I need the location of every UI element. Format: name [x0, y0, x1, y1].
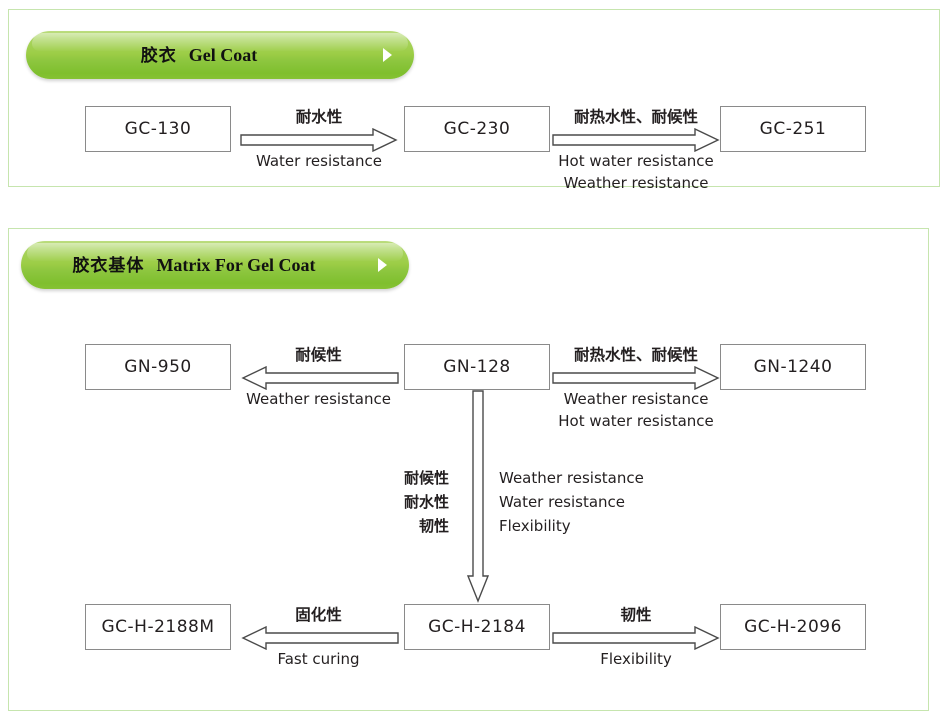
arrow-label-cn: 耐热水性、耐候性: [573, 108, 698, 126]
panel-gel-coat: 胶衣 Gel Coat GC-130 GC-230 GC-251 耐水性 Wate…: [8, 9, 940, 192]
panel-header-gel-coat-label: 胶衣 Gel Coat: [26, 31, 414, 79]
panel-header-gel-coat-cn: 胶衣: [140, 46, 177, 66]
arrow-label-en-1: Fast curing: [277, 650, 360, 668]
panel-header-matrix-cn: 胶衣基体: [72, 256, 145, 276]
arrow-label-en-1: Weather resistance: [246, 390, 391, 408]
node-gn-950[interactable]: GN-950: [85, 344, 231, 390]
node-gc-230[interactable]: GC-230: [404, 106, 550, 152]
arrow-label-en-2: Weather resistance: [563, 174, 709, 192]
vertical-label-cn-1: 耐候性: [403, 469, 449, 487]
panel-header-matrix-label: 胶衣基体 Matrix For Gel Coat: [21, 241, 409, 289]
vertical-label-cn-3: 韧性: [418, 517, 449, 535]
node-gc-130[interactable]: GC-130: [85, 106, 231, 152]
arrow-right-icon: [240, 128, 398, 152]
panel-header-matrix-en: Matrix For Gel Coat: [156, 255, 316, 275]
arrow-gc-130-to-gc-230: 耐水性 Water resistance: [239, 106, 399, 188]
arrow-gc-h-2184-to-gc-h-2188m: 固化性 Fast curing: [237, 604, 400, 686]
arrow-label-en-1: Hot water resistance: [558, 152, 714, 170]
arrow-right-icon: [552, 128, 720, 152]
arrow-gc-h-2184-to-gc-h-2096: 韧性 Flexibility: [551, 604, 721, 686]
arrow-gn-128-to-gc-h-2184: [467, 390, 489, 604]
node-gn-1240[interactable]: GN-1240: [720, 344, 866, 390]
panel-header-matrix[interactable]: 胶衣基体 Matrix For Gel Coat: [21, 241, 409, 289]
panel-matrix-for-gel-coat: 胶衣基体 Matrix For Gel Coat GN-950 GN-128 GN…: [8, 228, 929, 711]
panel-header-gel-coat[interactable]: 胶衣 Gel Coat: [26, 31, 414, 79]
vertical-arrow-labels-cn: 耐候性 耐水性 韧性: [339, 466, 449, 538]
arrow-label-cn: 耐热水性、耐候性: [573, 346, 698, 364]
node-gc-h-2188m[interactable]: GC-H-2188M: [85, 604, 231, 650]
node-gc-251[interactable]: GC-251: [720, 106, 866, 152]
arrow-gn-128-to-gn-950: 耐候性 Weather resistance: [237, 344, 400, 426]
arrow-label-cn: 耐候性: [295, 346, 342, 364]
vertical-label-en-2: Water resistance: [499, 493, 626, 511]
arrow-gc-230-to-gc-251: 耐热水性、耐候性 Hot water resistance Weather re…: [551, 106, 721, 202]
arrow-gn-128-to-gn-1240: 耐热水性、耐候性 Weather resistance Hot water re…: [551, 344, 721, 440]
arrow-down-icon: [467, 390, 489, 603]
arrow-left-icon: [241, 366, 399, 390]
arrow-left-icon: [241, 626, 399, 650]
panel-header-gel-coat-en: Gel Coat: [188, 45, 258, 65]
vertical-arrow-labels-en: Weather resistance Water resistance Flex…: [499, 466, 699, 538]
arrow-label-cn: 耐水性: [295, 108, 343, 126]
arrow-label-en-1: Flexibility: [600, 650, 672, 668]
arrow-right-icon: [552, 626, 720, 650]
node-gn-128[interactable]: GN-128: [404, 344, 550, 390]
arrow-label-en-1: Weather resistance: [563, 390, 709, 408]
vertical-label-cn-2: 耐水性: [403, 493, 449, 511]
arrow-label-cn: 韧性: [620, 606, 652, 624]
node-gc-h-2184[interactable]: GC-H-2184: [404, 604, 550, 650]
arrow-label-cn: 固化性: [295, 606, 342, 624]
vertical-label-en-1: Weather resistance: [499, 469, 644, 487]
arrow-label-en-1: Water resistance: [255, 152, 383, 170]
triangle-right-icon: [383, 48, 392, 62]
arrow-right-icon: [552, 366, 720, 390]
arrow-label-en-2: Hot water resistance: [558, 412, 714, 430]
node-gc-h-2096[interactable]: GC-H-2096: [720, 604, 866, 650]
vertical-label-en-3: Flexibility: [499, 517, 571, 535]
triangle-right-icon: [378, 258, 387, 272]
